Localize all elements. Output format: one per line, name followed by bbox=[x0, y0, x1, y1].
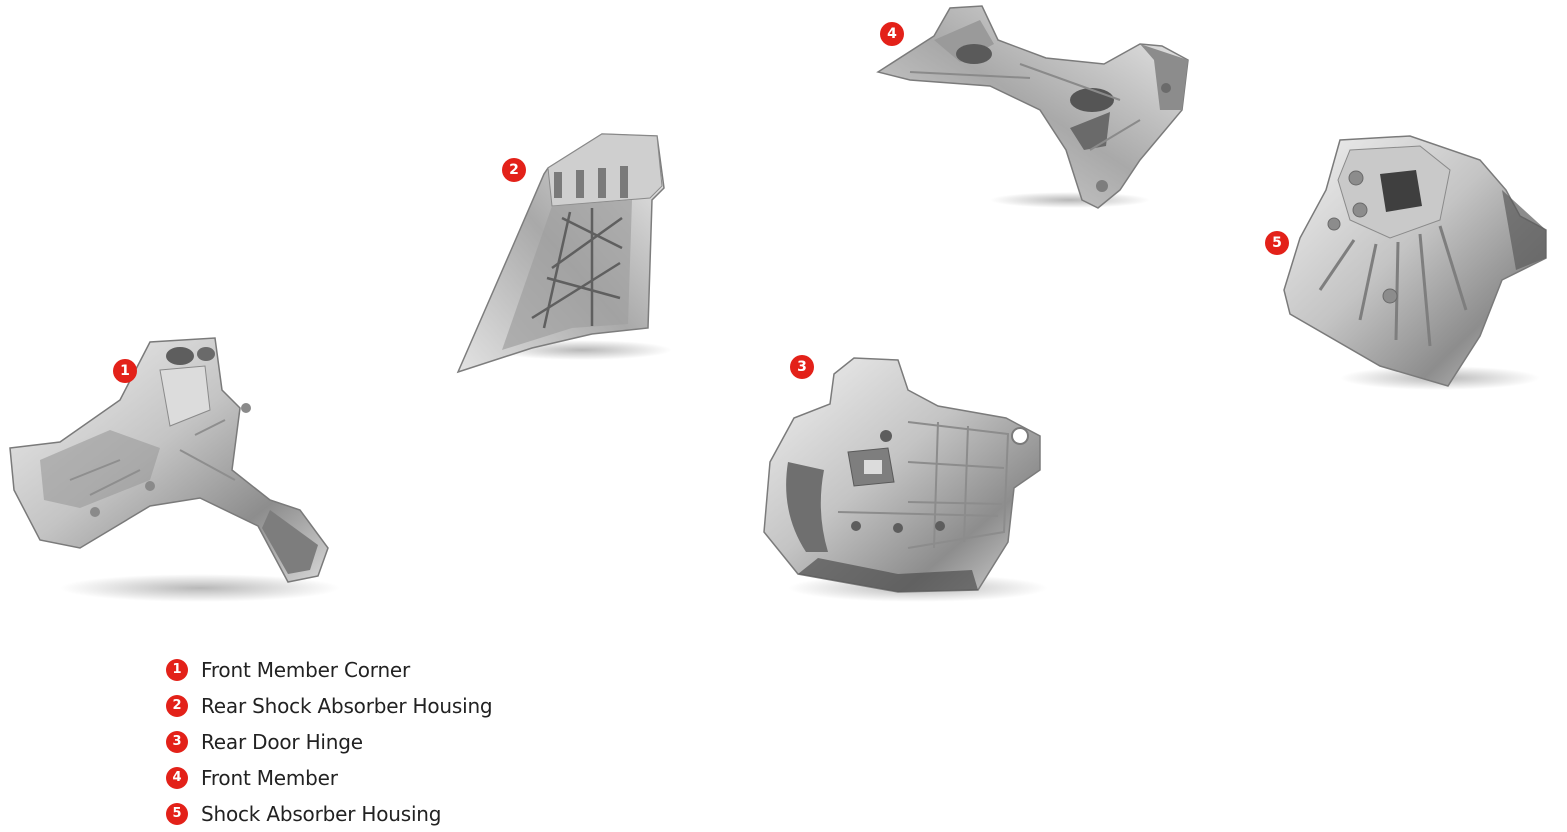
legend-label: Shock Absorber Housing bbox=[201, 802, 442, 826]
rear-door-hinge-part-photo bbox=[763, 357, 1048, 602]
legend-label: Rear Shock Absorber Housing bbox=[201, 694, 493, 718]
front-member-corner-part bbox=[0, 330, 345, 610]
legend-badge: 2 bbox=[166, 695, 188, 717]
legend-label: Front Member Corner bbox=[201, 658, 411, 682]
legend-label: Front Member bbox=[201, 766, 338, 790]
legend-badge: 4 bbox=[166, 767, 188, 789]
legend-badge: 3 bbox=[166, 731, 188, 753]
front-member-part-photo bbox=[876, 5, 1189, 209]
parts-legend: 1 Front Member Corner 2 Rear Shock Absor… bbox=[166, 652, 493, 832]
shock-absorber-housing-part bbox=[1280, 130, 1555, 400]
part-1-badge: 1 bbox=[113, 359, 137, 383]
rear-shock-absorber-housing-part bbox=[452, 128, 672, 378]
legend-label: Rear Door Hinge bbox=[201, 730, 363, 754]
part-2-badge: 2 bbox=[502, 158, 526, 182]
legend-item: 4 Front Member bbox=[166, 760, 492, 796]
shock-absorber-housing-part-photo bbox=[1283, 135, 1547, 390]
legend-badge: 1 bbox=[166, 659, 188, 681]
legend-badge: 5 bbox=[166, 803, 188, 825]
legend-item: 3 Rear Door Hinge bbox=[166, 724, 492, 760]
part-4-badge: 4 bbox=[880, 22, 904, 46]
part-3-badge: 3 bbox=[790, 355, 814, 379]
legend-item: 5 Shock Absorber Housing bbox=[166, 796, 492, 832]
front-member-corner-part-photo bbox=[9, 337, 340, 602]
part-5-badge: 5 bbox=[1265, 231, 1289, 255]
front-member-part bbox=[870, 0, 1200, 220]
rear-door-hinge-part bbox=[758, 352, 1048, 612]
rear-shock-absorber-housing-part-photo bbox=[456, 133, 672, 374]
legend-item: 2 Rear Shock Absorber Housing bbox=[166, 688, 493, 724]
legend-item: 1 Front Member Corner bbox=[166, 652, 492, 688]
